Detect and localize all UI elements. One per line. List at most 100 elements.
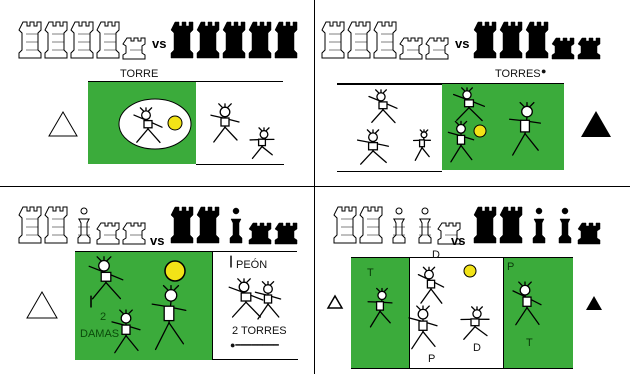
ball-icon (164, 260, 186, 282)
player-figure (133, 107, 163, 144)
black-pieces-row (473, 205, 605, 245)
black-rook-icon (170, 206, 194, 244)
green-zone-right (503, 258, 573, 368)
vs-label: vs (455, 36, 470, 51)
torres-dot: ● (541, 66, 547, 76)
peon-label: PEÓN (236, 259, 268, 271)
zone-label-d-bottom: D (473, 342, 481, 354)
center-divider-vertical (314, 0, 315, 374)
player-figure (368, 89, 398, 124)
white-rook-icon (70, 21, 94, 59)
white-rook-icon (18, 206, 42, 244)
player-figure (151, 284, 187, 351)
player-figure (88, 256, 124, 300)
player-figure (452, 87, 486, 122)
white-pawn-icon (425, 37, 449, 60)
black-pawn-icon (577, 222, 601, 245)
torres-label: 2 TORRES (232, 325, 287, 337)
black-rook-icon (196, 21, 220, 59)
black-pieces-row (170, 20, 302, 60)
black-rook-icon (222, 21, 246, 59)
white-rook-icon (18, 21, 42, 59)
black-queen-icon (229, 207, 243, 244)
damas-marker: ┃ (88, 297, 95, 308)
white-rook-icon (44, 21, 68, 59)
black-queen-icon (558, 207, 572, 244)
white-pieces-row (18, 205, 150, 245)
torres-marker: ●━━━━━━━━ (230, 340, 279, 350)
player-figure (249, 127, 275, 160)
header-rule (88, 81, 283, 82)
white-rook-icon (44, 206, 68, 244)
white-rook-icon (347, 21, 371, 59)
zone-label-d-top: D (432, 249, 440, 261)
white-pawn-icon (399, 37, 423, 60)
player-figure (111, 309, 141, 354)
panel-bottom-left: vs ┃ PEÓN ┃ 2 DAMAS 2 TORRES ●━━━━━━━━ (0, 187, 314, 374)
black-rook-icon (248, 21, 272, 59)
white-triangle-icon (26, 290, 58, 319)
player-figure (367, 287, 393, 328)
black-rook-icon (499, 206, 523, 244)
torres-label: TORRES (495, 68, 541, 80)
header-rule (337, 83, 564, 84)
header-rule (75, 251, 297, 252)
black-rook-icon (196, 206, 220, 244)
white-triangle-icon (326, 294, 344, 309)
header-rule (351, 257, 573, 258)
player-figure (447, 120, 475, 163)
white-pieces-row (321, 20, 453, 60)
white-pawn-icon (437, 222, 461, 245)
damas-number: 2 (100, 311, 107, 323)
black-pawn-icon (551, 37, 575, 60)
torre-label: TORRE (120, 68, 159, 80)
black-rook-icon (473, 21, 497, 59)
player-figure (508, 101, 542, 156)
zone-divider-right (503, 258, 504, 368)
center-divider-horizontal (0, 186, 630, 187)
black-pawn-icon (248, 222, 272, 245)
peon-marker: ┃ (228, 257, 235, 268)
white-queen-icon (418, 207, 432, 244)
black-pawn-icon (577, 37, 601, 60)
black-rook-icon (473, 206, 497, 244)
white-queen-icon (392, 207, 406, 244)
player-figure (417, 266, 445, 304)
black-pieces-row (473, 20, 605, 60)
black-queen-icon (532, 207, 546, 244)
player-figure (512, 281, 542, 326)
white-pieces-row (18, 20, 150, 60)
white-zone (337, 84, 442, 172)
vs-label: vs (451, 233, 466, 248)
vs-label: vs (152, 36, 167, 51)
green-zone-left (351, 258, 409, 368)
player-figure (408, 305, 438, 350)
panel-top-right: vs TORRES ● (315, 0, 630, 186)
ball-icon (473, 124, 487, 138)
field-bottom-rule (351, 368, 573, 369)
white-rook-icon (321, 21, 345, 59)
white-rook-icon (333, 206, 357, 244)
player-figure (228, 278, 264, 318)
white-rook-icon (96, 21, 120, 59)
zone-divider (212, 252, 213, 360)
white-pieces-row (333, 205, 465, 245)
field-bottom-rule (196, 164, 284, 165)
white-pawn-icon (122, 37, 146, 60)
black-pawn-icon (274, 222, 298, 245)
player-figure (460, 306, 490, 340)
field-bottom-rule (212, 359, 298, 360)
ball-icon (463, 264, 477, 278)
white-rook-icon (359, 206, 383, 244)
white-triangle-icon (48, 111, 78, 137)
player-figure (210, 103, 240, 143)
white-queen-icon (77, 207, 91, 244)
player-figure (412, 129, 432, 161)
black-rook-icon (499, 21, 523, 59)
zone-label-t-right: T (526, 337, 533, 349)
black-pieces-row (170, 205, 302, 245)
black-triangle-icon (581, 111, 611, 137)
player-figure (356, 129, 390, 165)
vs-label: vs (150, 233, 165, 248)
zone-divider-left (409, 258, 410, 368)
